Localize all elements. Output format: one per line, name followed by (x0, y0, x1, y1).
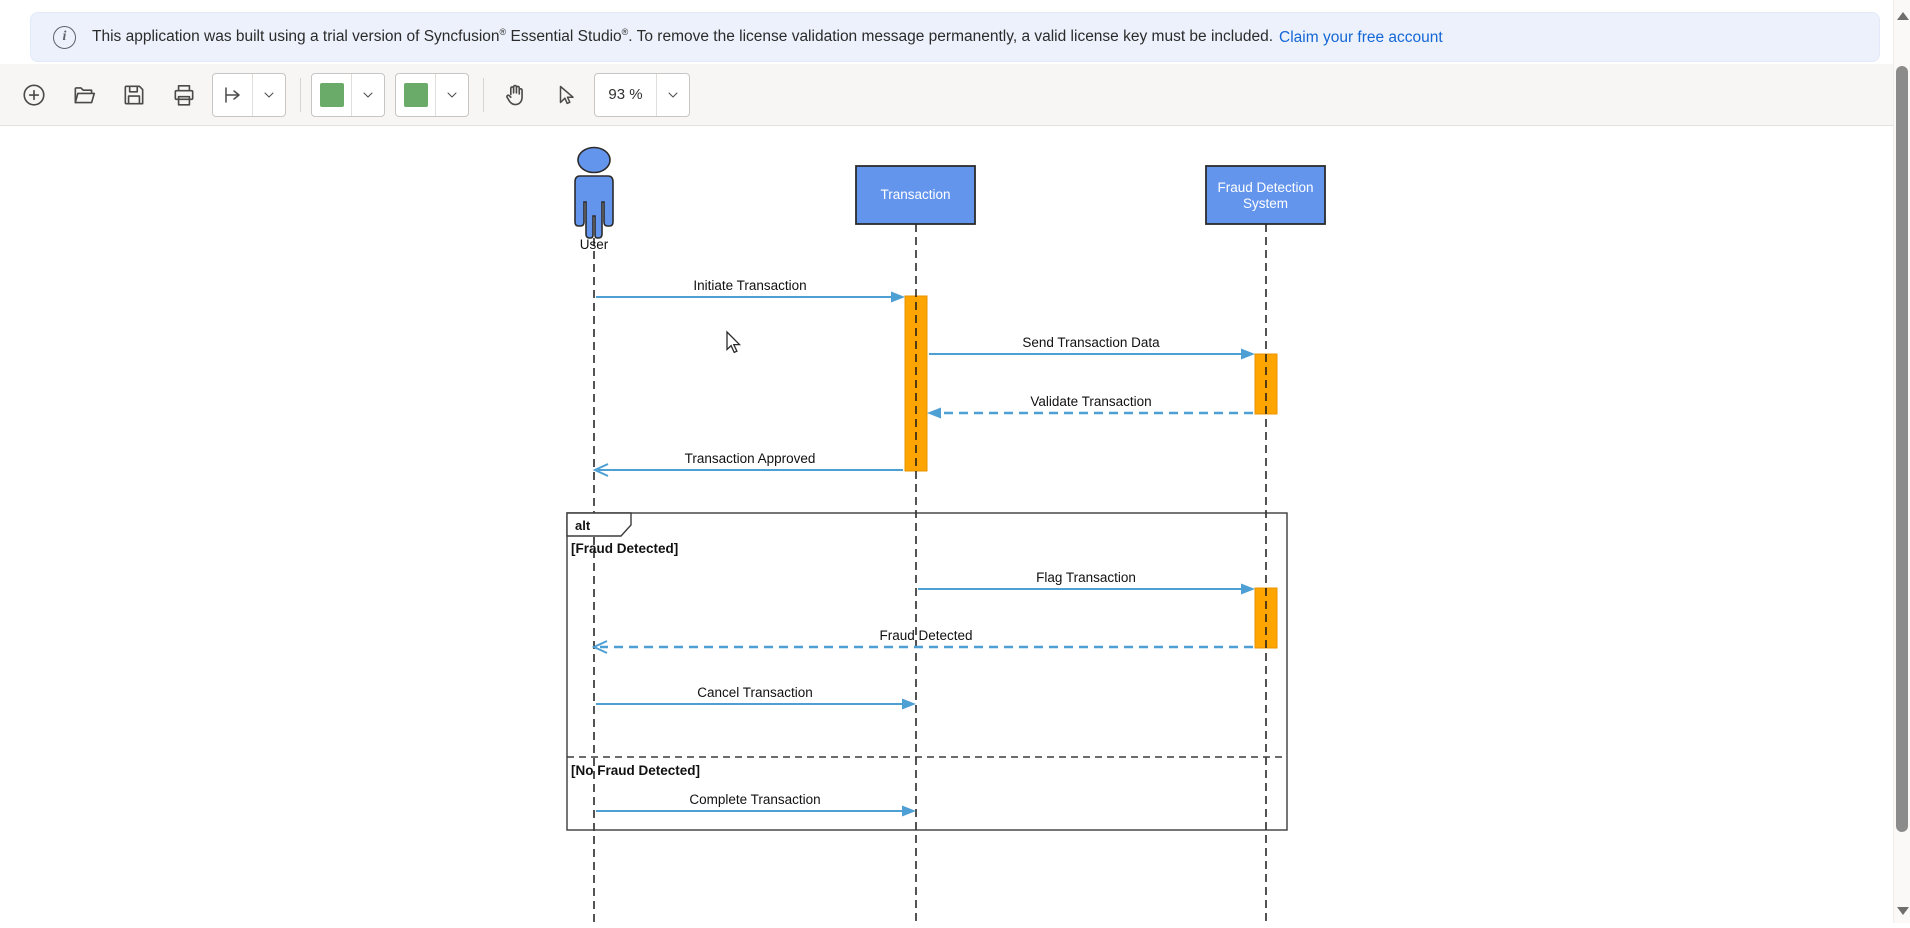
zoom-value[interactable]: 93 % (595, 73, 657, 116)
vertical-scrollbar[interactable] (1893, 0, 1910, 923)
diagram-canvas[interactable]: User Transaction Fraud Detection System … (0, 126, 1893, 923)
add-button[interactable] (12, 73, 56, 117)
save-icon (124, 85, 144, 104)
connector-icon (224, 86, 240, 103)
chevron-down-icon (447, 92, 457, 97)
zoom-level-text: 93 % (608, 86, 643, 103)
scroll-up-icon[interactable] (1897, 12, 1909, 20)
participant-transaction[interactable]: Transaction (855, 165, 976, 225)
cursor-icon (559, 85, 574, 104)
info-icon: i (53, 25, 76, 49)
arrowhead-icon (1241, 583, 1255, 595)
claim-account-link[interactable]: Claim your free account (1279, 28, 1443, 46)
arrowhead-icon (1241, 348, 1255, 360)
open-button[interactable] (62, 73, 106, 117)
arrowhead-icon (591, 640, 608, 654)
arrowhead-icon (902, 698, 916, 710)
participant-fraud-system[interactable]: Fraud Detection System (1205, 165, 1326, 225)
pan-button[interactable] (494, 73, 538, 117)
brand-name: Syncfusion (423, 28, 500, 46)
sequence-diagram: User Transaction Fraud Detection System … (566, 146, 1326, 923)
message-flag-transaction[interactable]: Flag Transaction (918, 570, 1255, 595)
message-label: Flag Transaction (1036, 570, 1136, 585)
message-label: Send Transaction Data (1022, 335, 1160, 350)
scroll-down-icon[interactable] (1897, 907, 1909, 915)
fill-color-split-button (311, 72, 385, 117)
actor-user[interactable]: User (574, 146, 614, 253)
message-transaction-approved[interactable]: Transaction Approved (592, 451, 903, 477)
message-label: Cancel Transaction (697, 685, 813, 700)
message-fraud-detected[interactable]: Fraud Detected (591, 628, 1253, 654)
arrowhead-icon (927, 407, 941, 419)
license-message: This application was built using a trial… (92, 27, 1443, 46)
arrowhead-icon (891, 291, 905, 303)
registered-mark: ® (499, 27, 507, 38)
guard-no-fraud-detected: [No Fraud Detected] (571, 763, 700, 778)
zoom-dropdown[interactable] (657, 74, 689, 116)
participant-fraud-label-line1: Fraud Detection (1217, 180, 1313, 195)
connector-dropdown[interactable] (253, 74, 285, 116)
message-initiate-transaction[interactable]: Initiate Transaction (596, 278, 905, 303)
stroke-color-dropdown[interactable] (436, 74, 468, 116)
stroke-color-button[interactable] (396, 73, 436, 116)
message-validate-transaction[interactable]: Validate Transaction (927, 394, 1253, 419)
message-label: Validate Transaction (1030, 394, 1151, 409)
folder-open-icon (74, 86, 96, 103)
message-send-transaction-data[interactable]: Send Transaction Data (929, 335, 1255, 360)
participant-fraud-label-line2: System (1243, 196, 1288, 211)
message-label: Fraud Detected (879, 628, 972, 643)
scrollbar-thumb[interactable] (1896, 66, 1908, 832)
alt-operator-pentagon (566, 512, 632, 537)
alt-fragment[interactable]: alt [Fraud Detected] [No Fraud Detected] (566, 512, 1288, 831)
save-button[interactable] (112, 73, 156, 117)
message-label: Transaction Approved (685, 451, 816, 466)
toolbar-separator (483, 77, 484, 112)
stroke-color-split-button (395, 72, 469, 117)
participant-transaction-label: Transaction (880, 187, 950, 202)
actor-user-label: User (580, 237, 609, 252)
connector-button[interactable] (213, 73, 253, 116)
printer-icon (174, 84, 194, 106)
registered-mark: ® (621, 27, 629, 38)
message-label: Complete Transaction (689, 792, 820, 807)
fill-color-swatch (319, 82, 344, 107)
banner-strip: i This application was built using a tri… (0, 0, 1910, 64)
plus-circle-icon (23, 83, 45, 106)
alt-operator-label: alt (575, 518, 591, 533)
fill-color-button[interactable] (312, 73, 352, 116)
arrowhead-icon (902, 805, 916, 817)
pointer-button[interactable] (544, 73, 588, 117)
fill-color-dropdown[interactable] (352, 74, 384, 116)
connector-split-button (212, 72, 286, 117)
chevron-down-icon (363, 92, 373, 97)
zoom-split-button: 93 % (594, 72, 690, 117)
print-button[interactable] (162, 73, 206, 117)
license-banner: i This application was built using a tri… (30, 12, 1880, 62)
product-name: Essential Studio (506, 28, 622, 46)
license-text: This application was built using a trial… (92, 28, 424, 46)
message-label: Initiate Transaction (693, 278, 806, 293)
license-text-after: . To remove the license validation messa… (628, 28, 1274, 46)
chevron-down-icon (264, 92, 274, 97)
arrowhead-icon (592, 463, 609, 477)
message-cancel-transaction[interactable]: Cancel Transaction (596, 685, 916, 710)
toolbar: 93 % (0, 64, 1910, 126)
message-complete-transaction[interactable]: Complete Transaction (596, 792, 916, 817)
hand-icon (506, 84, 523, 105)
toolbar-separator (300, 77, 301, 112)
mouse-cursor-icon (726, 330, 742, 354)
stroke-color-swatch (403, 82, 428, 107)
guard-fraud-detected: [Fraud Detected] (571, 541, 678, 556)
chevron-down-icon (668, 92, 678, 97)
